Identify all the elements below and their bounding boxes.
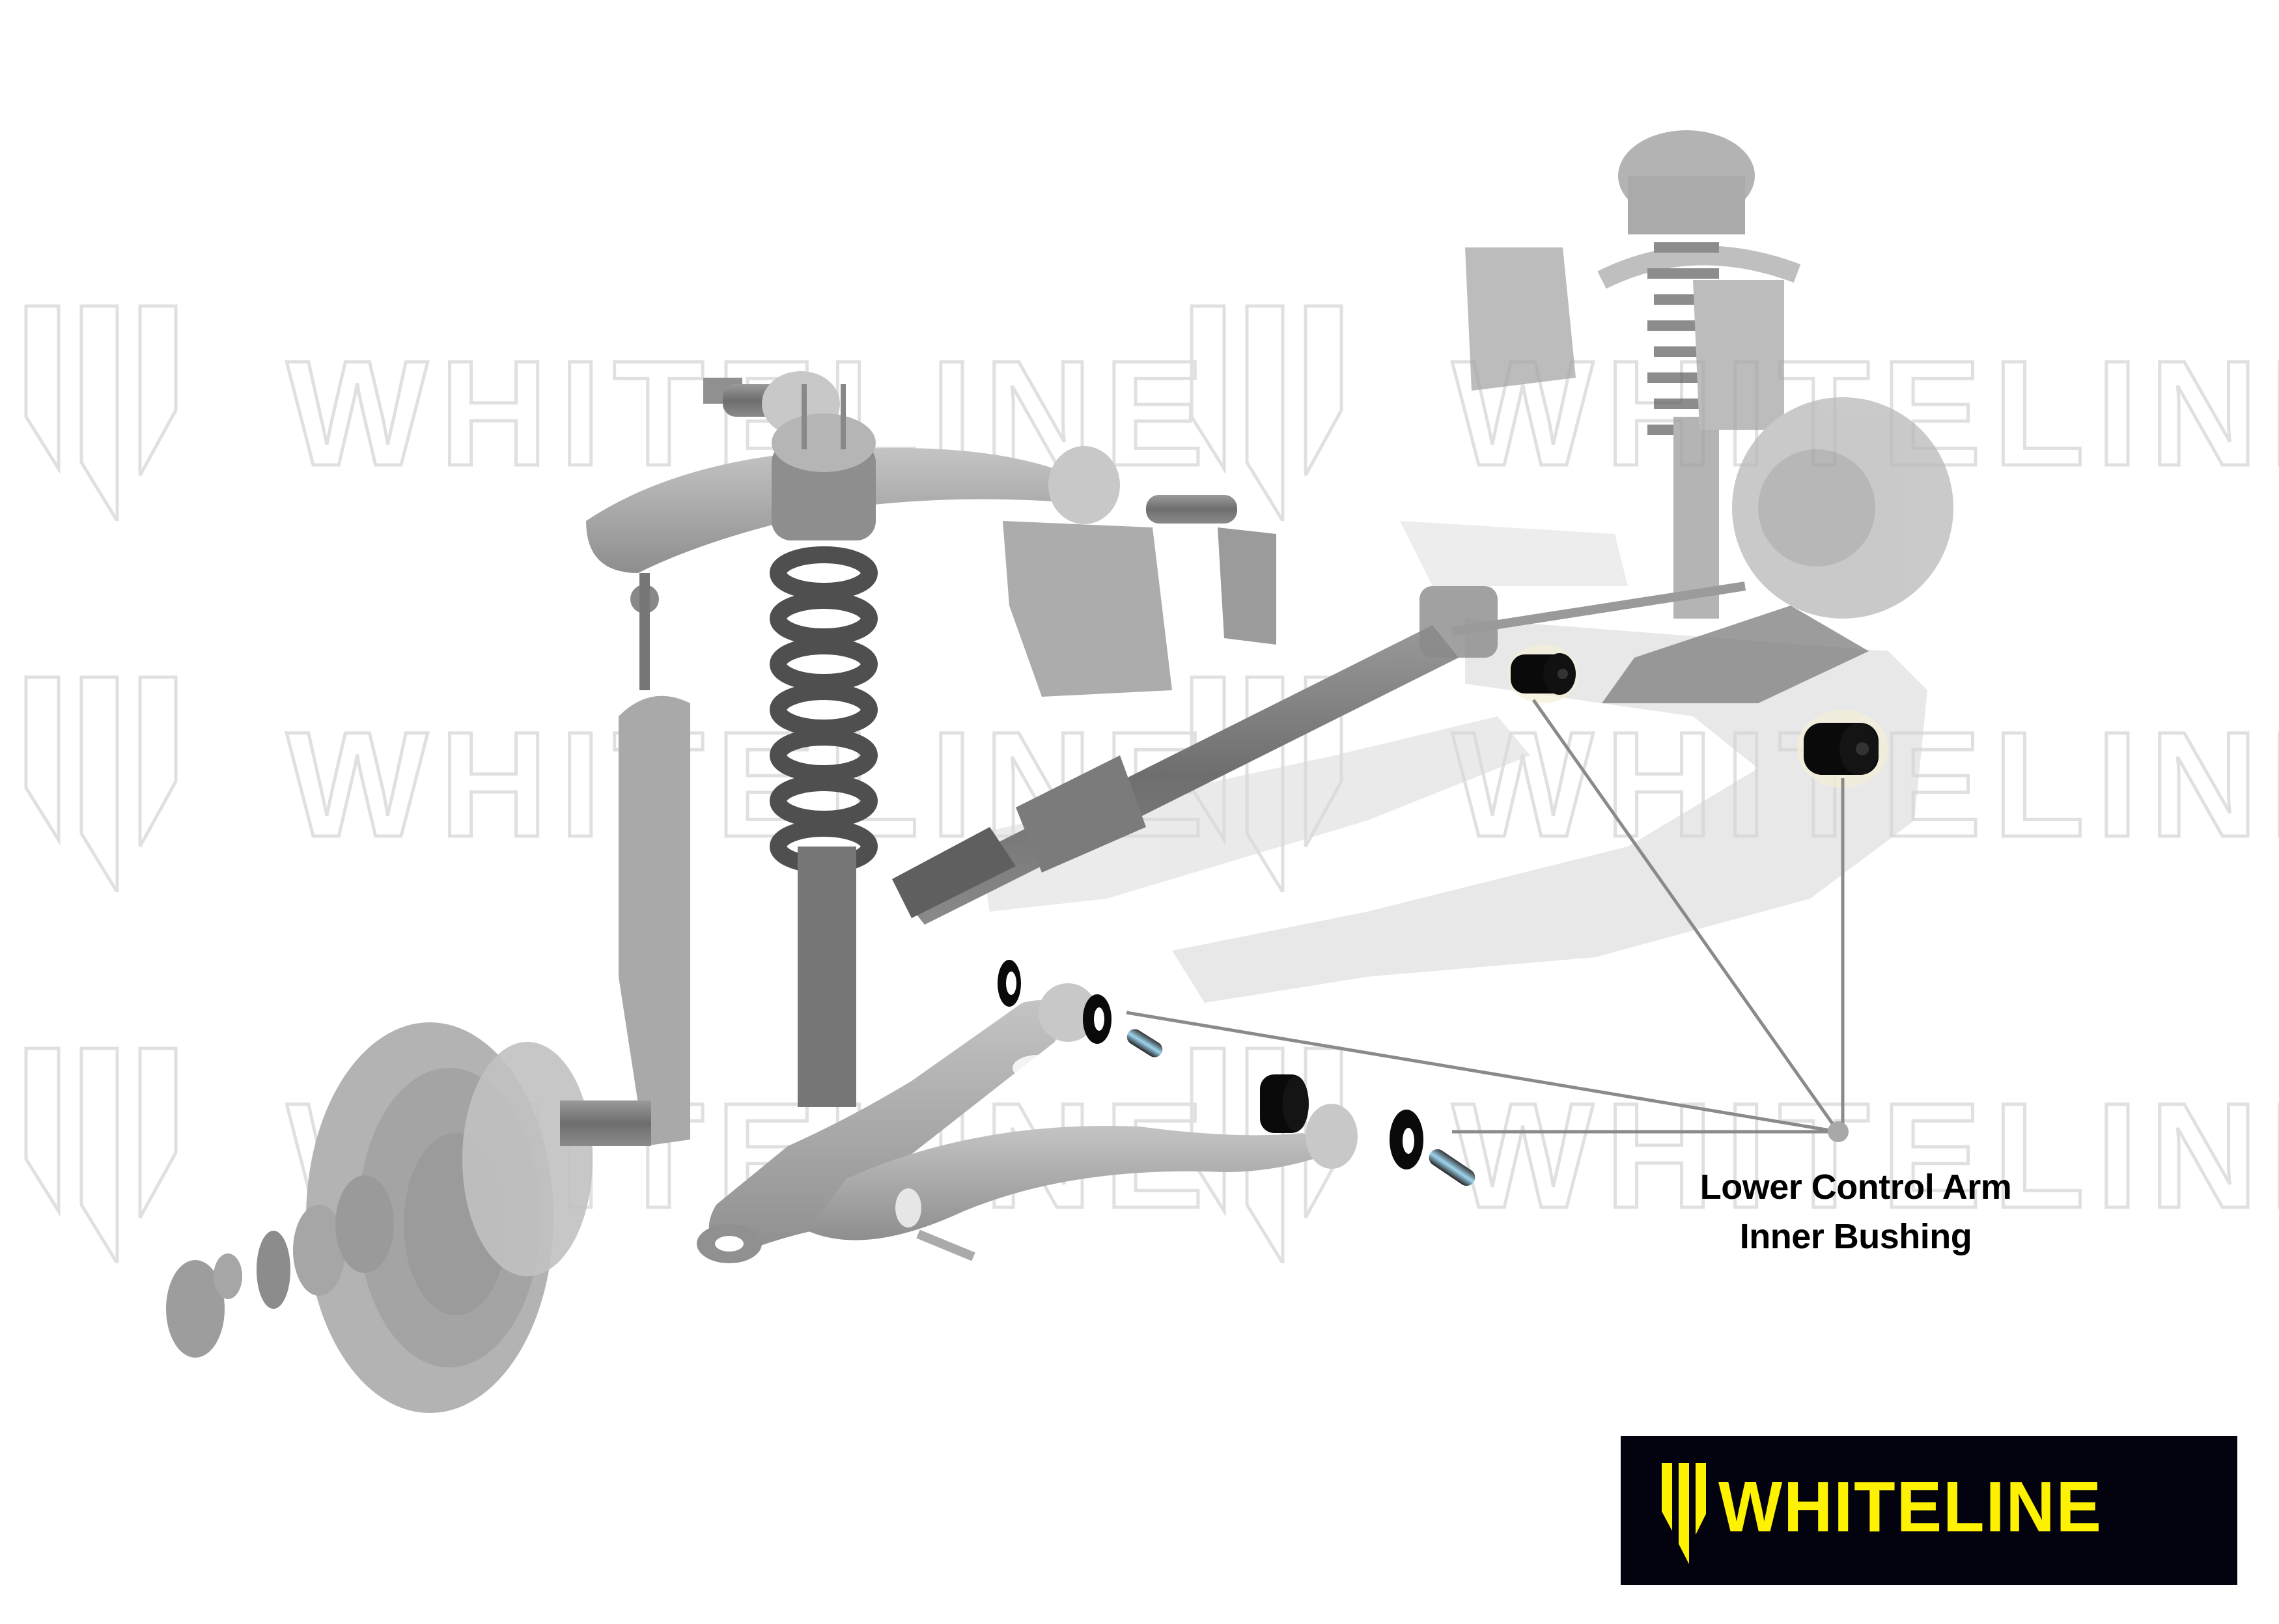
lower-control-arm <box>697 983 1358 1263</box>
callout-leader-lines <box>1126 699 1845 1134</box>
bushing-exploded-rear-inner <box>1260 1074 1309 1133</box>
bushing-exploded-rear-outer <box>1390 1110 1475 1186</box>
bushing-installed-front <box>1507 645 1579 703</box>
lower-control-arm-inner-bushings <box>998 645 1888 1186</box>
callout-label: Lower Control Arm Inner Bushing <box>1628 1162 2084 1261</box>
callout-line-1: Lower Control Arm <box>1699 1168 2012 1207</box>
watermark-text: WHITELINE <box>1451 1072 2279 1239</box>
whiteline-logo: WHITELINE <box>1621 1436 2237 1585</box>
whiteline-watermark-emblem-icon <box>24 1046 178 1263</box>
callout-line-2: Inner Bushing <box>1739 1217 1972 1256</box>
left-strut-assembly <box>770 384 878 1107</box>
bushing-installed-rear <box>1797 710 1888 788</box>
hub-hardware <box>166 1175 394 1358</box>
whiteline-wordmark: WHITELINE <box>1718 1468 2103 1547</box>
steering-rack <box>892 581 1746 925</box>
brake-rotor-left <box>306 1022 651 1413</box>
right-strut-assembly <box>1465 130 1953 703</box>
whiteline-emblem-icon <box>1662 1463 1706 1564</box>
subframe <box>977 521 1927 1003</box>
bushing-exploded-front-inner <box>1083 994 1163 1057</box>
whiteline-watermark-emblem-icon <box>24 304 178 521</box>
bushing-exploded-front-outer <box>998 960 1021 1007</box>
whiteline-watermark-emblem-icon <box>24 675 178 892</box>
steering-knuckle-left <box>619 573 690 1146</box>
callout-anchor-dot <box>1828 1121 1849 1142</box>
whiteline-watermark-emblem-icon <box>1190 304 1343 521</box>
upper-mount-bracket <box>1003 521 1276 697</box>
